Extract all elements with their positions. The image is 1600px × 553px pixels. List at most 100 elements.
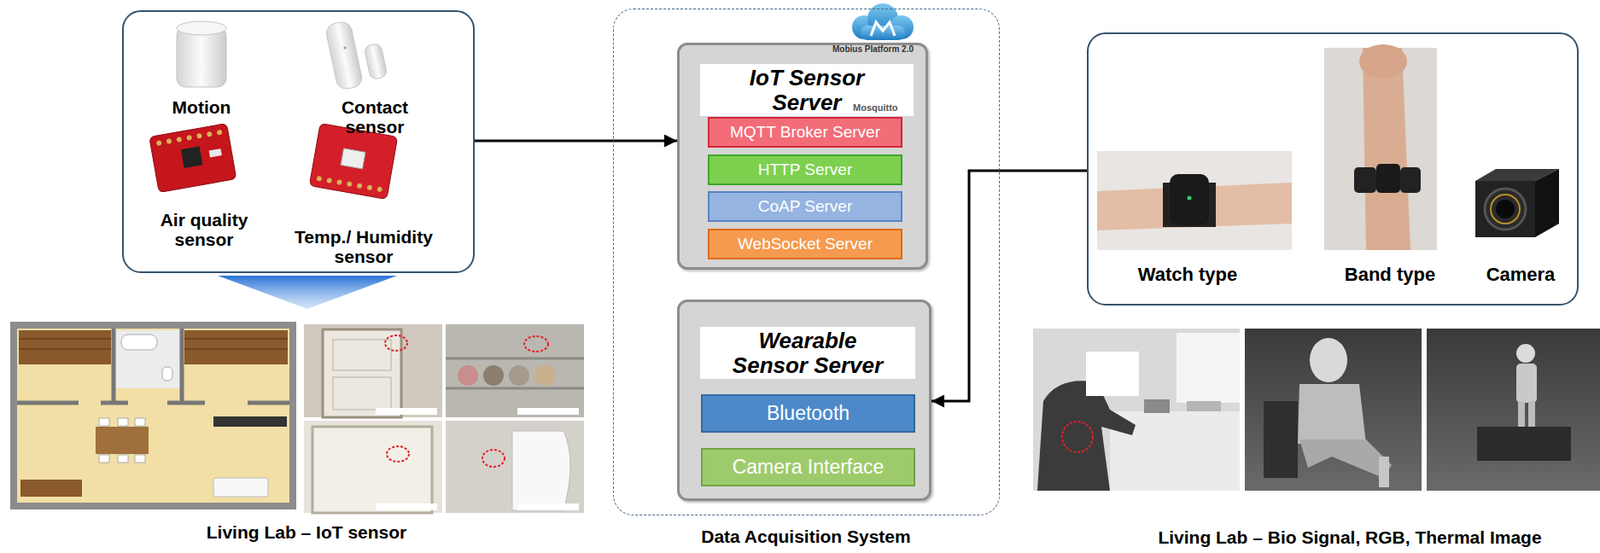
sensor-photo [445,420,584,514]
cloud-logo-part [870,22,895,36]
band-photo-part [1376,163,1401,193]
floor-plan-illustration-part [116,330,180,389]
motion-sensor-icon [176,21,227,88]
sensor-photo-part [483,365,504,386]
sensor-label: Contact sensor [319,97,431,137]
sensor-label: Motion [128,97,275,117]
sensor-photo-part [445,357,584,361]
sensor-photo [303,324,443,418]
floor-plan-illustration-part [17,401,79,406]
sensor-label: Air quality sensor [140,210,269,250]
floor-plan-illustration-part [100,401,129,406]
contact-sensor-icon [324,20,388,92]
air-quality-board-icon-part [196,133,203,140]
thermal-photo-part [1297,384,1367,444]
sensor-photo-part [445,420,584,514]
floor-plan-illustration-part [18,330,111,365]
temp-humidity-board-icon-part [376,186,383,193]
watch-photo-part [1187,196,1192,201]
sensor-photo-part [445,324,584,418]
protocol-box: MQTT Broker Server [707,116,903,148]
temp-humidity-board-icon-part [315,175,322,182]
protocol-box: HTTP Server [707,154,903,186]
temp-humidity-board-icon-part [346,181,353,187]
rgb-photo-part [1062,421,1093,453]
device-label: Band type [1321,264,1459,286]
connector-arrow [931,170,1087,402]
floor-plan-illustration-part [111,328,117,403]
sensor-photo-part [375,408,438,415]
floor-plan-illustration-part [167,401,205,406]
watch-photo-part [1097,151,1292,251]
server-box: Wearable Sensor ServerBluetoothCamera In… [677,299,932,502]
thermal-photo-part [1378,456,1390,488]
sensor-photo-part [508,365,530,386]
rgb-photo-part [1033,328,1240,491]
platform-label: Mobius Platform 2.0 [832,44,914,55]
camera-icon [1475,169,1560,238]
box-label: Bluetooth [766,402,850,425]
air-quality-board-icon [149,123,237,193]
down-chevron [217,275,398,310]
box-label: WebSocket Server [737,235,873,254]
wearable-group-box: Watch typeBand typeCamera [1086,32,1579,306]
thermal-photo [1426,328,1600,491]
server-box: IoT Sensor ServerMQTT Broker ServerHTTP … [677,42,929,270]
watch-photo-part [1169,174,1209,226]
watch-photo [1097,151,1292,251]
rgb-photo-part [1037,380,1136,491]
floor-plan-illustration-part [17,328,290,503]
sensor-photo-part [332,339,392,371]
box-label: Camera Interface [732,456,885,479]
thermal-photo-part [1518,401,1525,431]
rgb-photo [1033,328,1240,491]
thermal-photo-part [1244,328,1422,491]
camera-icon-part [1475,181,1536,238]
camera-icon-part [1495,199,1515,219]
sensor-photo [303,420,443,514]
thermal-photo [1244,328,1422,491]
sensor-photo-part [517,408,579,415]
camera-icon-part [1490,194,1520,224]
sensor-photo-part [303,324,443,418]
contact-sensor-icon-part [363,42,388,80]
sensor-photo-part [534,365,555,386]
air-quality-board-icon-part [206,131,213,138]
region-title: Data Acquisition System [613,526,1000,547]
air-quality-board-icon-part [216,129,223,136]
sensor-photo-part [303,420,443,514]
air-quality-board-icon-part [166,138,173,145]
sensor-photo-part [385,335,408,351]
thermal-photo-part [1426,328,1600,491]
floor-plan-illustration-part [247,401,290,406]
sensor-photo-part [457,365,479,386]
air-quality-board-icon-part [181,145,203,168]
interface-box: Bluetooth [700,394,916,433]
floor-plan-illustration-part [184,338,288,340]
sensor-photo-part [482,449,505,468]
band-photo-part [1400,167,1421,193]
temp-humidity-board-icon-part [326,177,333,184]
protocol-box: CoAP Server [707,191,903,222]
floor-plan-illustration-part [18,348,111,351]
temp-humidity-board-icon-part [366,184,373,191]
system-region: Data Acquisition System IoT Sensor Server… [613,8,1005,552]
air-quality-board-icon-part [156,140,163,146]
floor-plan-illustration [10,321,297,510]
air-quality-board-icon-part [149,123,237,193]
contact-sensor-icon-part [343,46,346,49]
section-caption: Living Lab – Bio Signal, RGB, Thermal Im… [1106,527,1594,549]
cloud-logo-part [860,25,906,41]
motion-sensor-icon-part [176,21,227,36]
contact-sensor-icon-part [324,20,364,92]
rgb-photo-part [1186,401,1221,412]
sensor-photo-part [445,387,584,391]
sensor-photo-part [322,329,402,418]
floor-plan-illustration-part [20,479,82,497]
floor-plan-illustration-part [95,426,149,455]
device-label: Watch type [1102,264,1273,286]
thermal-photo-part [1263,401,1298,479]
air-quality-board-icon-part [209,148,222,158]
sensor-photo-part [312,426,433,514]
